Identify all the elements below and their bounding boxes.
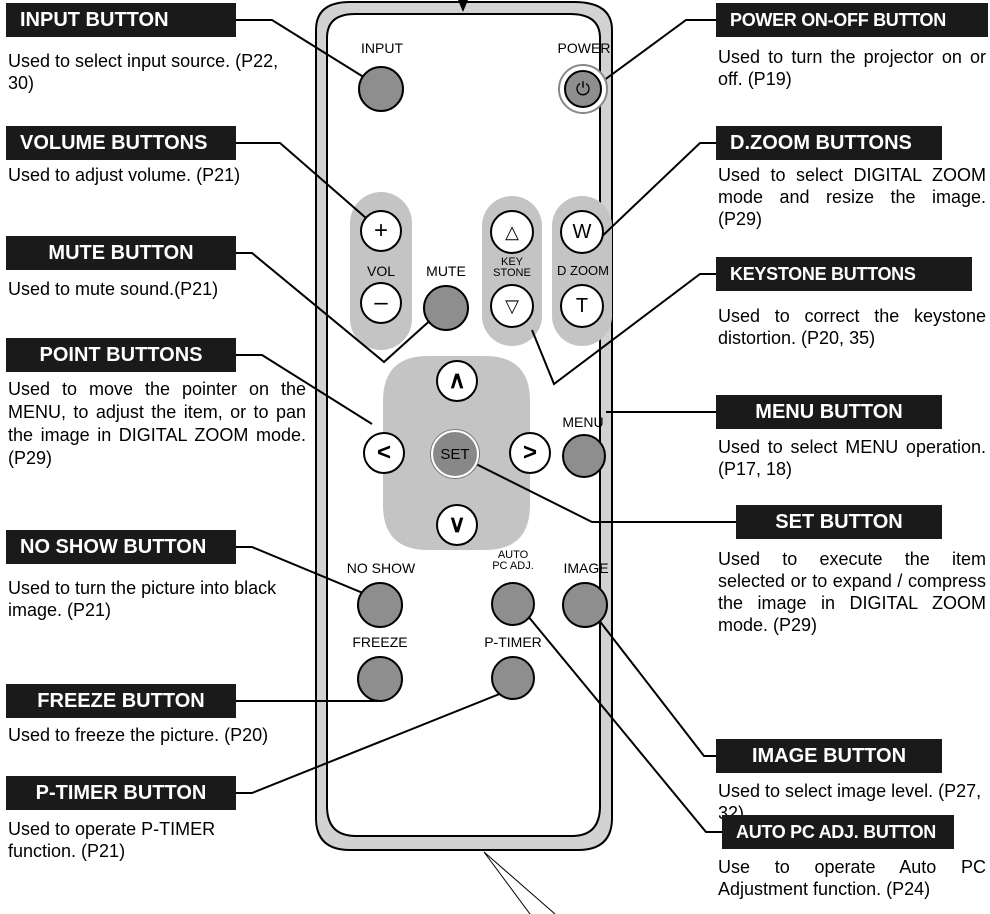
dzoom-w-button[interactable]: W bbox=[560, 210, 604, 254]
callout-desc-point: Used to move the pointer on the MENU, to… bbox=[8, 378, 306, 470]
chevron-right-icon: > bbox=[523, 441, 537, 465]
callout-title-menu: MENU BUTTON bbox=[716, 395, 942, 429]
callout-desc-input: Used to select input source. (P22, 30) bbox=[8, 50, 298, 94]
volume-down-button[interactable]: – bbox=[360, 282, 402, 324]
callout-title-auto-pc-adj: AUTO PC ADJ. BUTTON bbox=[722, 815, 954, 849]
image-button[interactable] bbox=[562, 582, 608, 628]
callout-desc-set: Used to execute the item selected or to … bbox=[718, 548, 986, 636]
callout-title-no-show: NO SHOW BUTTON bbox=[6, 530, 236, 564]
callout-title-volume: VOLUME BUTTONS bbox=[6, 126, 236, 160]
power-label: POWER bbox=[552, 40, 616, 56]
image-label: IMAGE bbox=[556, 560, 616, 576]
mute-label: MUTE bbox=[420, 263, 472, 279]
freeze-label: FREEZE bbox=[345, 634, 415, 650]
leader-dzoom bbox=[596, 143, 716, 242]
callout-title-dzoom: D.ZOOM BUTTONS bbox=[716, 126, 942, 160]
callout-title-ptimer: P-TIMER BUTTON bbox=[6, 776, 236, 810]
minus-icon: – bbox=[374, 291, 387, 315]
no-show-button[interactable] bbox=[357, 582, 403, 628]
point-up-button[interactable]: ∧ bbox=[436, 360, 478, 402]
callout-desc-mute: Used to mute sound.(P21) bbox=[8, 278, 308, 300]
callout-desc-auto-pc-adj: Use to operate Auto PC Adjustment functi… bbox=[718, 856, 986, 900]
ptimer-button[interactable] bbox=[491, 656, 535, 700]
callout-title-keystone: KEYSTONE BUTTONS bbox=[716, 257, 972, 291]
callout-desc-power: Used to turn the projector on or off. (P… bbox=[718, 46, 986, 90]
auto-pc-adj-label: AUTO PC ADJ. bbox=[488, 550, 538, 572]
dzoom-label: D ZOOM bbox=[552, 263, 614, 278]
freeze-button[interactable] bbox=[357, 656, 403, 702]
callout-desc-keystone: Used to correct the keystone distortion.… bbox=[718, 305, 986, 349]
set-label: SET bbox=[440, 446, 469, 463]
callout-title-image: IMAGE BUTTON bbox=[716, 739, 942, 773]
mute-button[interactable] bbox=[423, 285, 469, 331]
point-right-button[interactable]: > bbox=[509, 432, 551, 474]
keystone-down-button[interactable]: ▽ bbox=[490, 284, 534, 328]
plus-icon: + bbox=[374, 219, 388, 243]
dzoom-t-button[interactable]: T bbox=[560, 284, 604, 328]
vol-label: VOL bbox=[356, 263, 406, 279]
callout-desc-no-show: Used to turn the picture into black imag… bbox=[8, 577, 298, 621]
input-label: INPUT bbox=[356, 40, 408, 56]
point-down-button[interactable]: ∨ bbox=[436, 504, 478, 546]
input-button[interactable] bbox=[358, 66, 404, 112]
callout-title-freeze: FREEZE BUTTON bbox=[6, 684, 236, 718]
chevron-down-icon: ∨ bbox=[448, 513, 466, 537]
callout-title-mute: MUTE BUTTON bbox=[6, 236, 236, 270]
menu-label: MENU bbox=[556, 414, 610, 430]
keystone-up-button[interactable]: △ bbox=[490, 210, 534, 254]
no-show-label: NO SHOW bbox=[340, 560, 422, 576]
keystone-label: KEY STONE bbox=[486, 257, 538, 279]
callout-desc-freeze: Used to freeze the picture. (P20) bbox=[8, 724, 304, 746]
chevron-up-icon: ∧ bbox=[448, 369, 466, 393]
callout-title-set: SET BUTTON bbox=[736, 505, 942, 539]
volume-up-button[interactable]: + bbox=[360, 210, 402, 252]
triangle-down-icon: ▽ bbox=[505, 296, 519, 317]
power-icon: ⏻ bbox=[564, 70, 602, 108]
chevron-left-icon: < bbox=[377, 441, 391, 465]
menu-button[interactable] bbox=[562, 434, 606, 478]
power-button[interactable]: ⏻ bbox=[558, 64, 608, 114]
callout-title-input: INPUT BUTTON bbox=[6, 3, 236, 37]
callout-desc-menu: Used to select MENU operation. (P17, 18) bbox=[718, 436, 986, 480]
callout-desc-dzoom: Used to select DIGITAL ZOOM mode and res… bbox=[718, 164, 986, 230]
callout-title-point: POINT BUTTONS bbox=[6, 338, 236, 372]
callout-desc-volume: Used to adjust volume. (P21) bbox=[8, 164, 304, 186]
callout-title-power: POWER ON-OFF BUTTON bbox=[716, 3, 988, 37]
auto-pc-adj-button[interactable] bbox=[491, 582, 535, 626]
callout-desc-ptimer: Used to operate P-TIMER function. (P21) bbox=[8, 818, 258, 862]
ptimer-label: P-TIMER bbox=[478, 634, 548, 650]
triangle-up-icon: △ bbox=[505, 222, 519, 243]
set-button[interactable]: SET bbox=[431, 430, 479, 478]
point-left-button[interactable]: < bbox=[363, 432, 405, 474]
